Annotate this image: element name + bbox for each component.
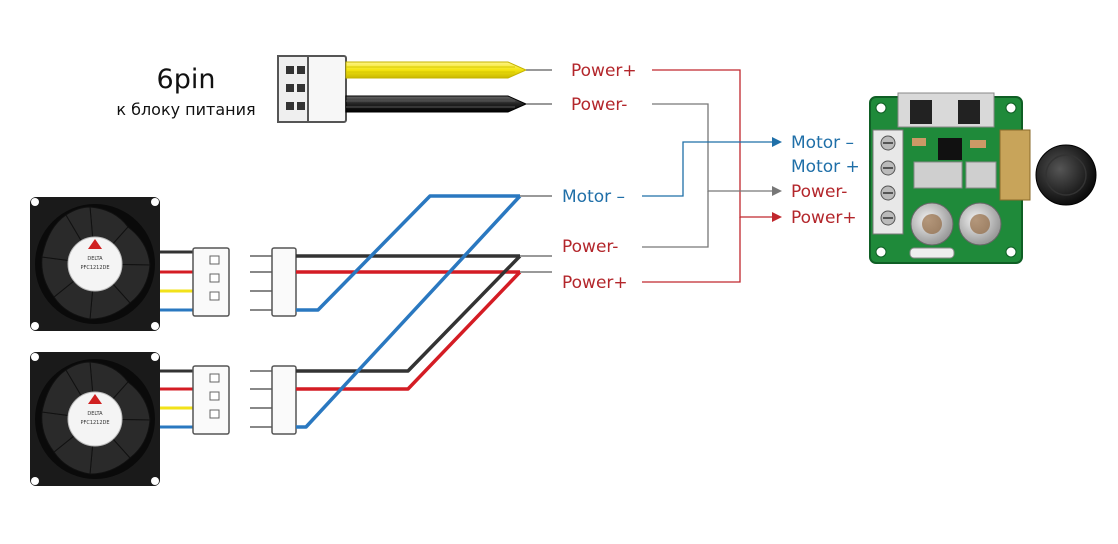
fan-2-wires: [160, 369, 193, 429]
controller-terminal-motor-plus: Motor +: [791, 157, 860, 177]
routing-lines: [642, 69, 772, 283]
motor-arrow-icon: [772, 137, 782, 147]
fan-power-minus-label: Power-: [562, 237, 618, 257]
fan-1-wires: [160, 250, 193, 312]
fan-1-connector-male: [250, 247, 297, 317]
psu-power-plus-label: Power+: [571, 61, 637, 81]
fan-2-connector-female: [192, 365, 230, 435]
pwm-controller-board: [869, 92, 1097, 264]
fan-2-model: PFC1212DE: [80, 420, 109, 426]
fan-harness-wires: [296, 194, 552, 429]
power-plus-arrow-icon: [772, 212, 782, 222]
psu-6pin-connector: [277, 55, 347, 123]
psu-connector-title: 6pin: [157, 64, 216, 95]
fan-2-brand: DELTA: [87, 411, 103, 417]
fan-1-connector-female: [192, 247, 230, 317]
psu-power-minus-label: Power-: [571, 95, 627, 115]
fan-1-model: PFC1212DE: [80, 265, 109, 271]
controller-terminal-motor-minus: Motor –: [791, 133, 854, 153]
fan-1: DELTA PFC1212DE: [29, 196, 161, 332]
fan-power-plus-label: Power+: [562, 273, 628, 293]
routing-arrowheads: [772, 137, 782, 222]
fan-motor-minus-label: Motor –: [562, 187, 625, 207]
fan-1-brand: DELTA: [87, 256, 103, 262]
controller-terminal-power-minus: Power-: [791, 182, 847, 202]
psu-connector-subtitle: к блоку питания: [116, 100, 255, 119]
power-minus-arrow-icon: [772, 186, 782, 196]
fan-2-connector-male: [250, 365, 297, 435]
psu-black-wires: [345, 95, 552, 113]
psu-yellow-wires: [345, 61, 552, 79]
fan-2: DELTA PFC1212DE: [29, 351, 161, 487]
controller-terminal-power-plus: Power+: [791, 208, 857, 228]
